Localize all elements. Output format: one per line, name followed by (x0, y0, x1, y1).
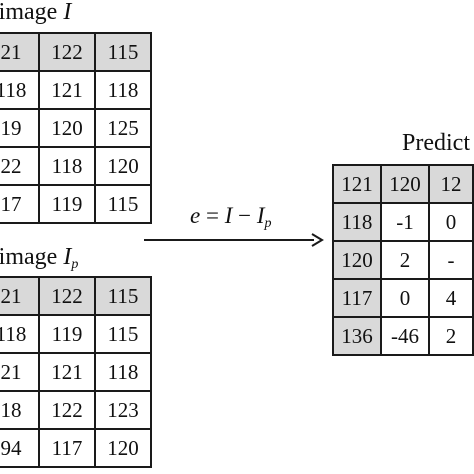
table-cell: 0 (428, 202, 474, 242)
predicted-image-symbol: I (63, 244, 72, 270)
table-cell: 125 (94, 108, 152, 148)
table-cell: 115 (94, 184, 152, 224)
equation-equals: = (200, 203, 225, 228)
table-cell: 94 (0, 428, 40, 468)
table-row: 118119115 (0, 314, 152, 354)
table-cell: 119 (38, 314, 96, 354)
table-cell: 0 (380, 278, 430, 318)
table-cell: 122 (38, 32, 96, 72)
table-cell: 2 (380, 240, 430, 280)
table-cell: 122 (38, 390, 96, 430)
table-cell: 118 (38, 146, 96, 186)
table-cell: 120 (38, 108, 96, 148)
table-cell: 17 (0, 184, 40, 224)
table-cell: 122 (38, 276, 96, 316)
table-cell: 115 (94, 32, 152, 72)
equation-ip: I (256, 203, 265, 228)
table-cell: 18 (0, 390, 40, 430)
table-cell: 117 (332, 278, 382, 318)
original-image-title-text: l image (0, 0, 58, 25)
predicted-image-table: 2112211511811911521121118181221239411712… (0, 276, 152, 468)
table-cell: 19 (0, 108, 40, 148)
table-cell: 21 (0, 276, 40, 316)
original-image-symbol: I (63, 0, 72, 25)
table-cell: 12 (428, 164, 474, 204)
table-cell: 121 (38, 352, 96, 392)
table-cell: 123 (94, 390, 152, 430)
table-cell: 121 (332, 164, 382, 204)
table-cell: 136 (332, 316, 382, 356)
table-cell: 118 (94, 352, 152, 392)
table-cell: -1 (380, 202, 430, 242)
table-cell: 118 (332, 202, 382, 242)
table-cell: 118 (94, 70, 152, 110)
predicted-image-subscript: p (71, 257, 79, 272)
table-cell: 121 (38, 70, 96, 110)
table-cell: 21 (0, 352, 40, 392)
table-cell: -46 (380, 316, 430, 356)
equation-minus: − (232, 203, 257, 228)
table-cell: 21 (0, 32, 40, 72)
original-image-table: 2112211511812111819120125221181201711911… (0, 32, 152, 224)
table-cell: 115 (94, 314, 152, 354)
table-cell: 120 (94, 146, 152, 186)
prediction-title: Predict (402, 130, 470, 156)
table-cell: 120 (332, 240, 382, 280)
table-row: 118121118 (0, 70, 152, 110)
table-cell: 120 (94, 428, 152, 468)
table-cell: 120 (380, 164, 430, 204)
table-cell: 115 (94, 276, 152, 316)
equation-i: I (224, 203, 233, 228)
table-cell: 119 (38, 184, 96, 224)
table-cell: 117 (38, 428, 96, 468)
table-cell: 118 (0, 70, 40, 110)
predicted-image-title: l image Ip (0, 245, 78, 272)
table-cell: 118 (0, 314, 40, 354)
arrow-icon (144, 233, 324, 247)
table-cell: 22 (0, 146, 40, 186)
table-cell: - (428, 240, 474, 280)
table-cell: 4 (428, 278, 474, 318)
original-image-title: l image I (0, 0, 71, 24)
predicted-image-title-text: l image (0, 244, 58, 270)
equation-subscript: p (264, 216, 272, 231)
equation-e: e (190, 203, 201, 228)
error-equation: e = I − Ip (190, 204, 272, 231)
table-cell: 2 (428, 316, 474, 356)
